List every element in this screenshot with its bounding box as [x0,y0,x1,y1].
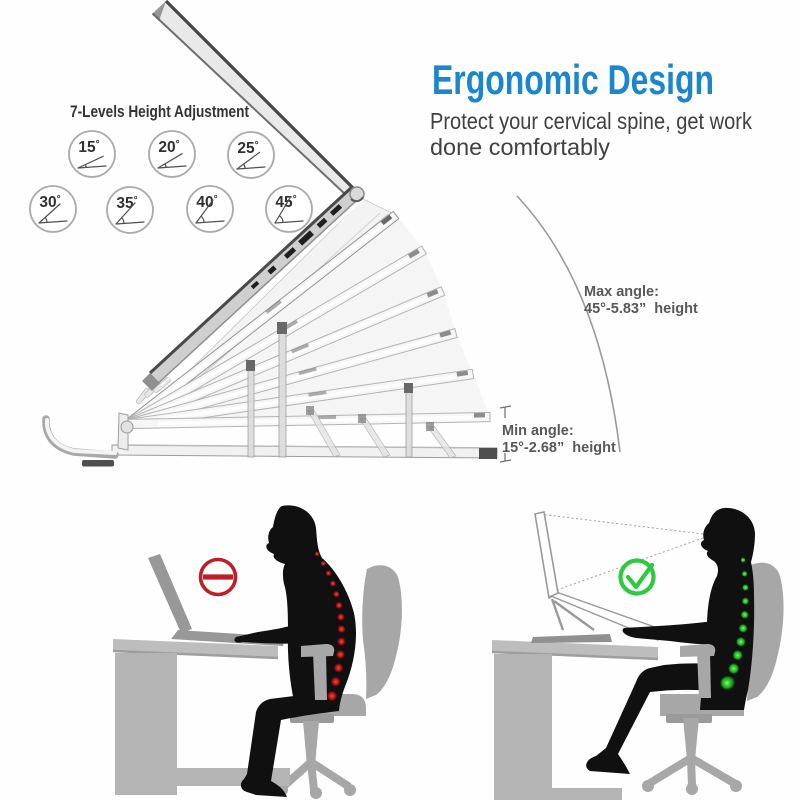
svg-text:Protect your cervical spine, g: Protect your cervical spine, get work [430,108,752,134]
svg-text:15°-2.68” height: 15°-2.68” height [502,440,616,456]
svg-text:35°: 35° [116,195,137,212]
svg-text:done comfortably: done comfortably [430,134,611,160]
svg-text:45°: 45° [275,194,296,211]
svg-text:15°: 15° [78,139,99,156]
svg-text:40°: 40° [196,194,217,211]
svg-text:30°: 30° [39,194,60,211]
svg-text:Min angle:: Min angle: [502,423,574,439]
svg-text:7-Levels Height Adjustment: 7-Levels Height Adjustment [70,102,249,121]
svg-text:Max angle:: Max angle: [584,284,659,300]
svg-text:45°-5.83” height: 45°-5.83” height [584,301,698,317]
svg-text:20°: 20° [158,139,179,156]
svg-text:Ergonomic Design: Ergonomic Design [432,56,714,103]
svg-text:25°: 25° [237,140,258,157]
